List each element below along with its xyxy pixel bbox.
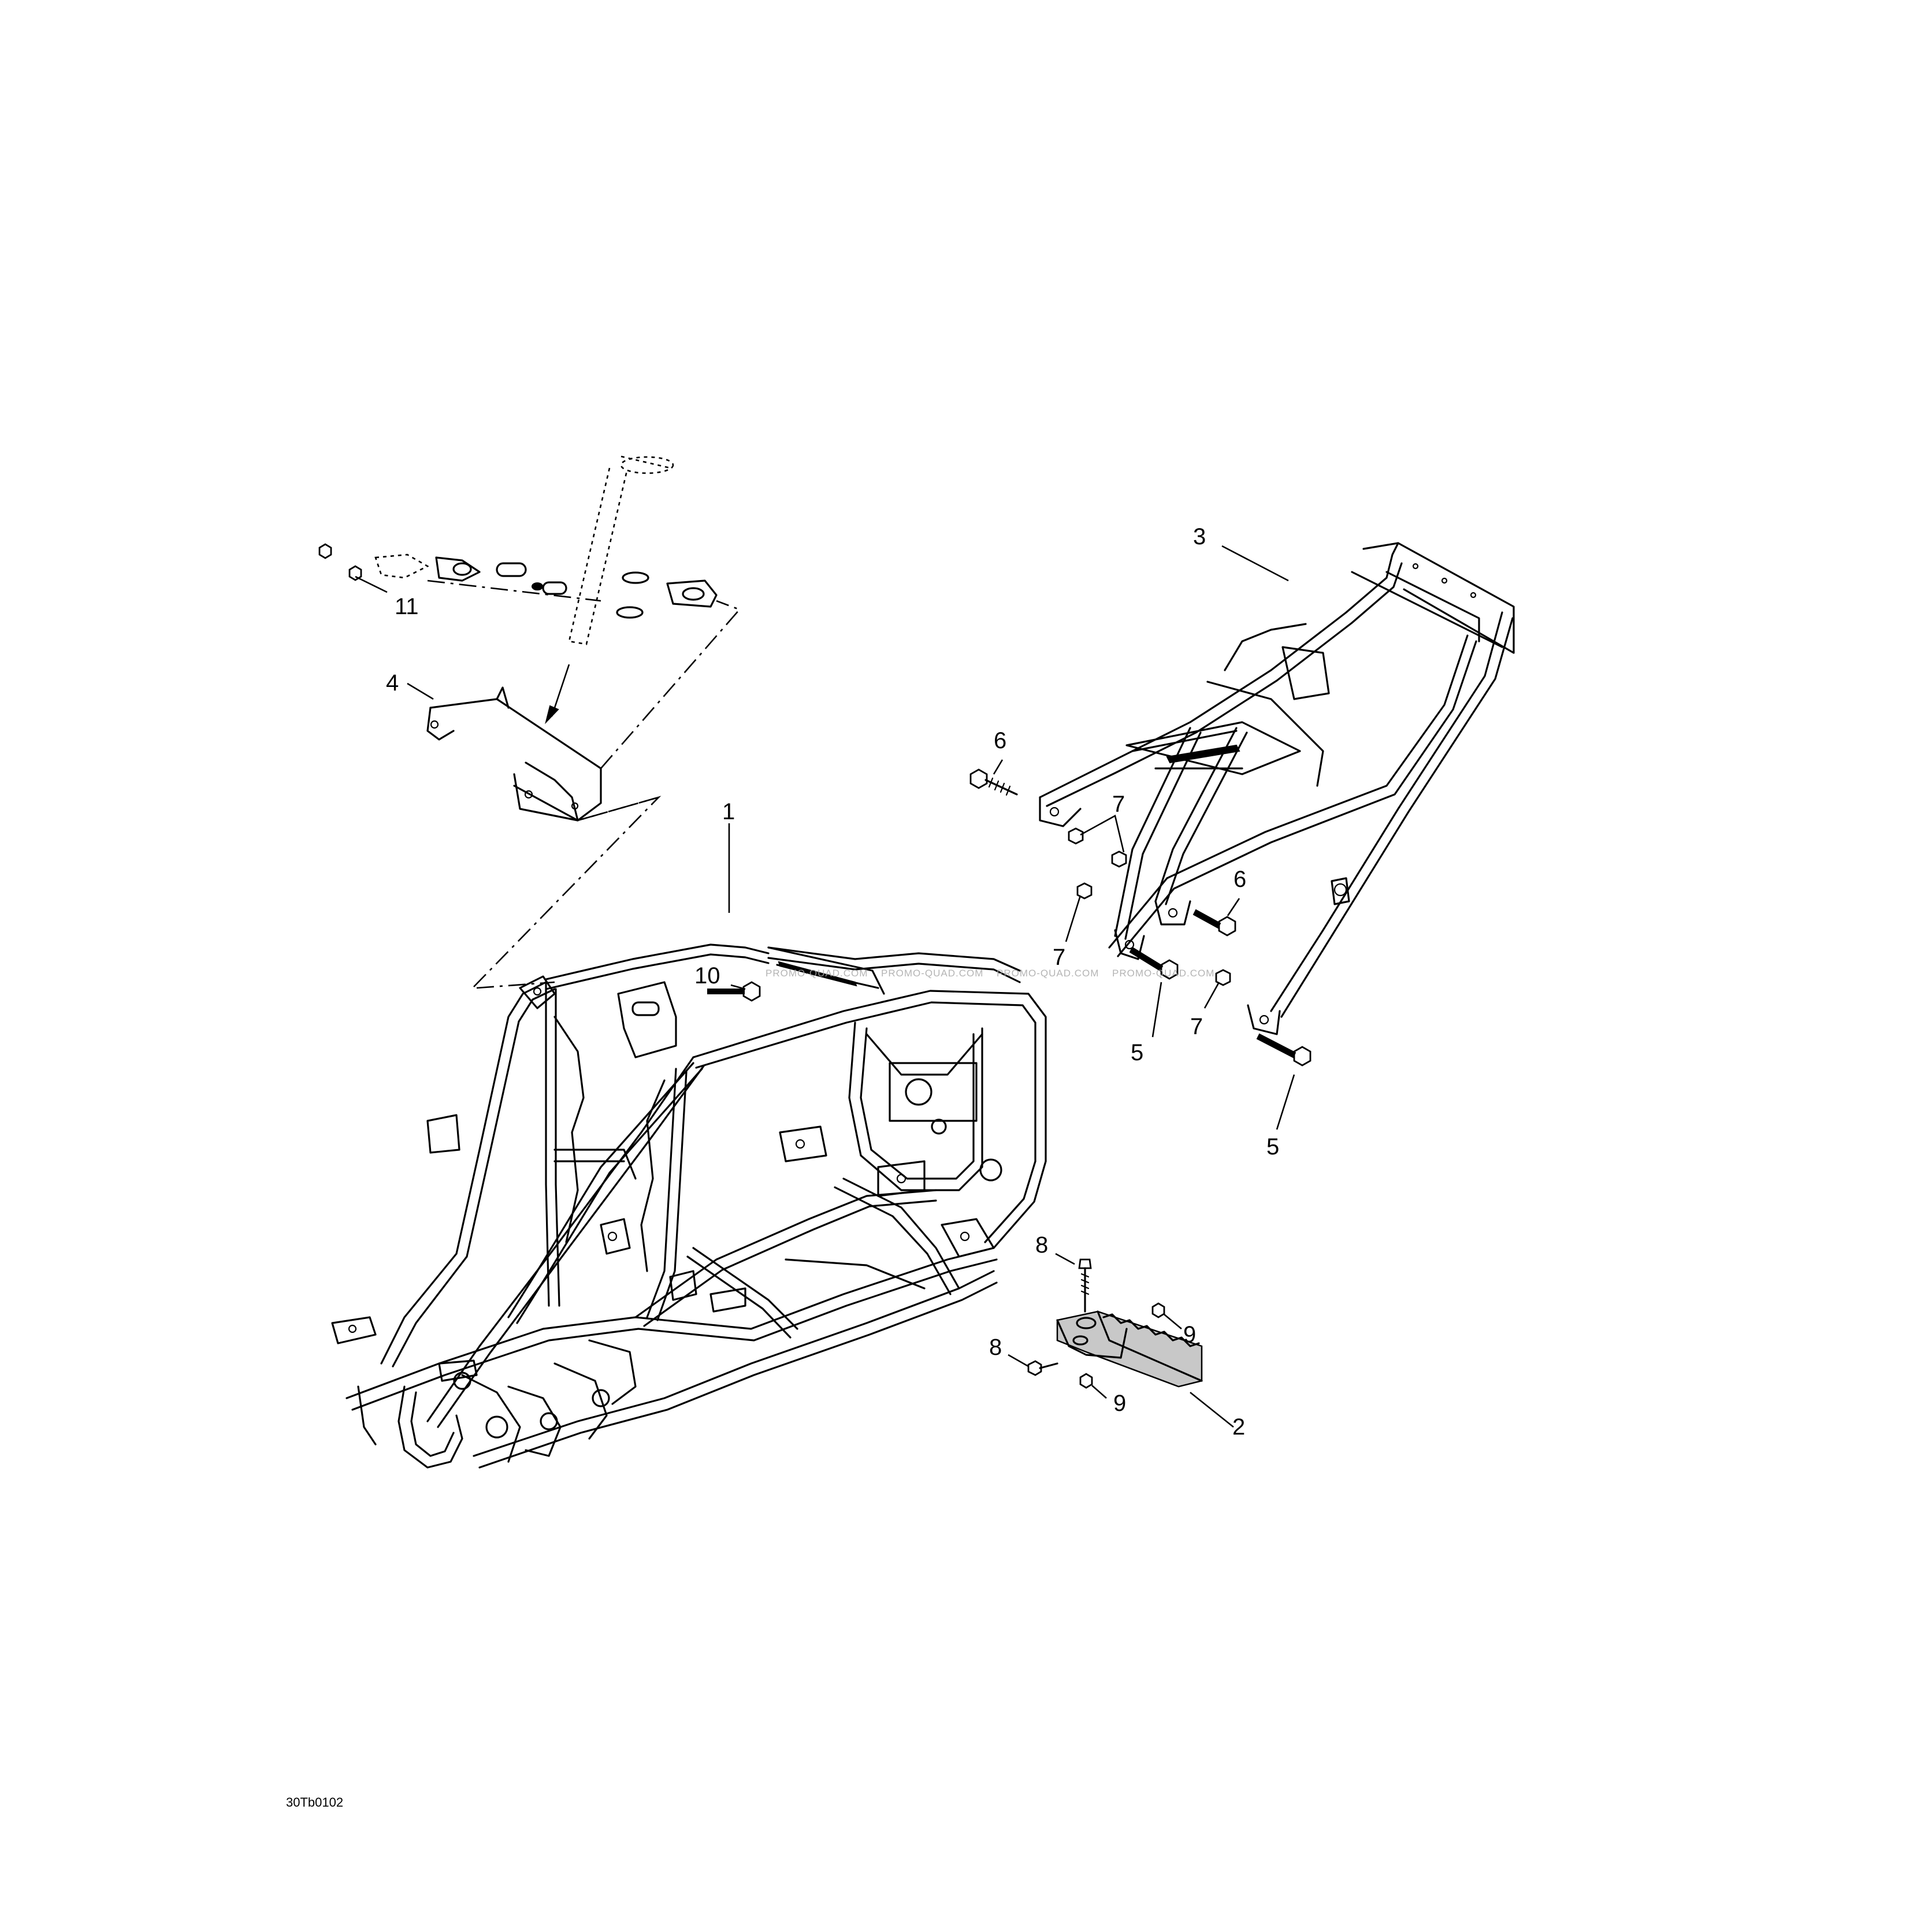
watermark-text: PROMO-QUAD.COM <box>997 968 1099 979</box>
bolt-5-upper <box>1129 946 1179 980</box>
callout-7-b: 7 <box>1053 945 1065 970</box>
watermark-text: PROMO-QUAD.COM <box>766 968 868 979</box>
callout-8-lower: 8 <box>989 1335 1002 1360</box>
callout-10: 10 <box>694 963 720 989</box>
callout-1: 1 <box>722 799 735 824</box>
watermark-text: PROMO-QUAD.COM <box>881 968 983 979</box>
watermark: PROMO-QUAD.COM PROMO-QUAD.COM PROMO-QUAD… <box>766 968 1214 979</box>
steering-bracket <box>426 686 602 822</box>
footrest <box>1027 1258 1203 1389</box>
callout-11: 11 <box>395 594 419 619</box>
callout-6-lower: 6 <box>1233 867 1246 892</box>
callout-6-upper: 6 <box>994 728 1006 753</box>
callouts: 1 2 3 4 5 5 6 6 7 7 7 8 8 9 9 10 11 <box>386 524 1279 1440</box>
callout-7-a: 7 <box>1112 792 1125 817</box>
callout-3: 3 <box>1193 524 1206 549</box>
callout-8-top: 8 <box>1035 1232 1048 1258</box>
bolt-5-lower <box>1256 1033 1311 1067</box>
callout-5-lower: 5 <box>1266 1134 1279 1160</box>
bolt-6-lower <box>1192 909 1236 937</box>
washer-7-a <box>1068 827 1084 845</box>
bolt-10 <box>707 981 761 1002</box>
leader-lines <box>355 545 1295 1428</box>
steering-column <box>568 455 674 645</box>
callout-9-a: 9 <box>1183 1322 1196 1347</box>
callout-9-b: 9 <box>1113 1391 1126 1416</box>
steering-hardware <box>318 543 718 619</box>
main-frame <box>331 943 1047 1469</box>
callout-4: 4 <box>386 670 399 696</box>
callout-2: 2 <box>1232 1414 1245 1440</box>
washer-7-b <box>1111 850 1127 868</box>
callout-5-upper: 5 <box>1131 1040 1143 1065</box>
washer-7-d <box>1215 969 1231 986</box>
washer-7-c <box>1076 882 1093 900</box>
rear-subframe <box>1039 542 1515 1035</box>
install-arrowhead <box>545 705 559 724</box>
diagram-code: 30Tb0102 <box>286 1795 343 1810</box>
bolt-6-upper <box>969 768 1018 796</box>
assembly-lines <box>427 579 741 989</box>
callout-7-c: 7 <box>1190 1014 1203 1039</box>
watermark-text: PROMO-QUAD.COM <box>1112 968 1214 979</box>
